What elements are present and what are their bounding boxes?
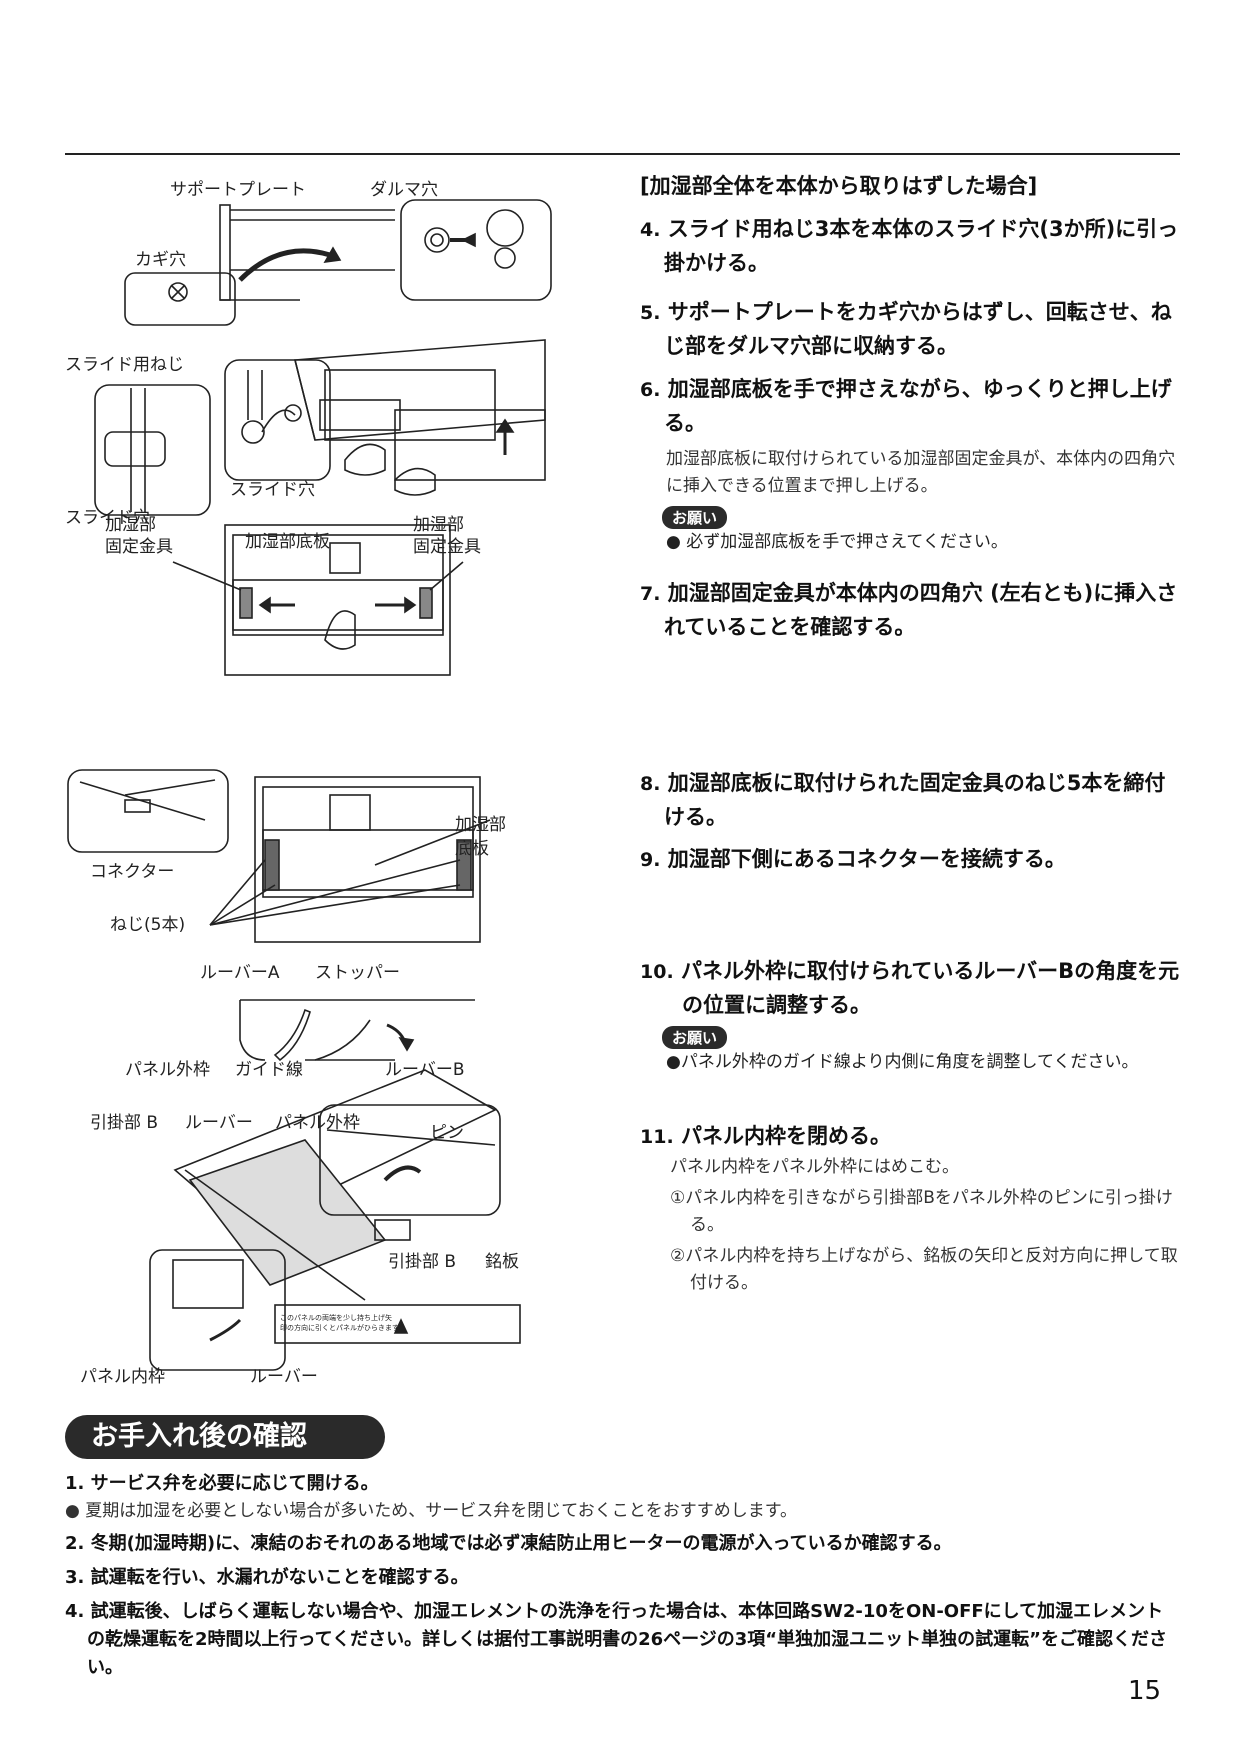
step-number: 6. <box>640 379 661 401</box>
step-4: 4. スライド用ねじ3本を本体のスライド穴(3か所)に引っ掛かける。 <box>640 213 1180 280</box>
figure-label-louver-1: ルーバー <box>185 1113 253 1133</box>
figure-label-louver-b: ルーバーB <box>385 1060 465 1080</box>
figure-label-support-plate: サポートプレート <box>170 180 306 200</box>
figure-label-humid-bottom-plate: 加湿部底板 <box>245 532 330 552</box>
figure-label-humid-part-1: 加湿部 <box>455 815 506 835</box>
figure-label-screws: ねじ(5本) <box>110 915 185 935</box>
sub-step-2: ②パネル内枠を持ち上げながら、銘板の矢印と反対方向に押して取付ける。 <box>670 1246 1178 1293</box>
step-number: 4. <box>640 219 661 241</box>
instructions-column: [加湿部全体を本体から取りはずした場合] <box>640 170 1180 200</box>
check-list: 1. サービス弁を必要に応じて開ける。 ● 夏期は加湿を必要としない場合が多いた… <box>65 1470 1180 1682</box>
step-number: 9. <box>640 849 661 871</box>
step-note: パネル内枠をパネル外枠にはめこむ。 <box>670 1157 959 1177</box>
step-number: 11. <box>640 1126 674 1148</box>
step-10: 10. パネル外枠に取付けられているルーバーBの角度を元の位置に調整する。 お願… <box>640 955 1180 1075</box>
figure-label-louver-a: ルーバーA <box>200 963 280 983</box>
figure-label-fix-bracket-right-1: 加湿部 <box>413 515 464 535</box>
sub-step-1: ①パネル内枠を引きながら引掛部Bをパネル外枠のピンに引っ掛ける。 <box>670 1188 1173 1235</box>
step-9: 9. 加湿部下側にあるコネクターを接続する。 <box>640 843 1180 877</box>
page-number: 15 <box>1128 1676 1162 1706</box>
figure-label-stopper: ストッパー <box>315 963 400 983</box>
figure-label-slide-screw: スライド用ねじ <box>65 355 184 375</box>
check-item-1: 1. サービス弁を必要に応じて開ける。 <box>65 1473 379 1494</box>
figure-label-slide-hole-a: スライド穴 <box>230 480 315 500</box>
figure-label-connector: コネクター <box>90 862 174 882</box>
figure-label-panel-inner: パネル内枠 <box>80 1367 165 1385</box>
step-6: 6. 加湿部底板を手で押さえながら、ゆっくりと押し上げる。 加湿部底板に取付けら… <box>640 373 1180 555</box>
step-number: 10. <box>640 961 674 983</box>
figure-label-hook-b-2: 引掛部 B <box>388 1252 456 1272</box>
step-note: 加湿部底板に取付けられている加湿部固定金具が、本体内の四角穴に挿入できる位置まで… <box>666 449 1176 496</box>
figure-label-key-hole: カギ穴 <box>135 250 186 270</box>
check-item-4: 4. 試運転後、しばらく運転しない場合や、加湿エレメントの洗浄を行った場合は、本… <box>65 1601 1167 1678</box>
figure-label-nameplate: 銘板 <box>485 1252 519 1272</box>
figure-label-slide-hole-b: スライド穴 <box>65 508 150 528</box>
figure-label-guide-line: ガイド線 <box>235 1060 303 1080</box>
step-8: 8. 加湿部底板に取付けられた固定金具のねじ5本を締付ける。 <box>640 767 1180 834</box>
step-number: 7. <box>640 583 661 605</box>
figure-label-pin: ピン <box>430 1123 464 1143</box>
installation-figures: サポートプレート ダルマ穴 カギ穴 スライド用ねじ スライド穴 スライド穴 加湿… <box>65 180 552 1385</box>
request-badge: お願い <box>662 506 728 529</box>
section-title: お手入れ後の確認 <box>65 1415 385 1459</box>
figure-label-fix-bracket-left-1: 加湿部 <box>105 515 156 535</box>
figure-label-hook-b-1: 引掛部 B <box>90 1113 158 1133</box>
check-item-3: 3. 試運転を行い、水漏れがないことを確認する。 <box>65 1567 469 1588</box>
step-text: 加湿部固定金具が本体内の四角穴 (左右とも)に挿入されていることを確認する。 <box>664 581 1178 639</box>
figure-label-louver-2: ルーバー <box>250 1367 318 1385</box>
figure-label-label-line2: 印の方向に引くとパネルがひらきます <box>280 1323 399 1332</box>
figure-label-fix-bracket-left-2: 固定金具 <box>105 537 173 557</box>
figure-label-humid-part-2: 底板 <box>455 839 489 859</box>
figure-label-panel-outer-2: パネル外枠 <box>275 1113 360 1133</box>
step-text: 加湿部下側にあるコネクターを接続する。 <box>667 847 1066 871</box>
step-text: 加湿部底板を手で押さえながら、ゆっくりと押し上げる。 <box>664 377 1172 435</box>
step-number: 5. <box>640 302 661 324</box>
request-badge: お願い <box>662 1026 728 1049</box>
top-rule <box>65 153 1180 155</box>
step-11: 11. パネル内枠を閉める。 パネル内枠をパネル外枠にはめこむ。 ①パネル内枠を… <box>640 1120 1180 1297</box>
check-item-2: 2. 冬期(加湿時期)に、凍結のおそれのある地域では必ず凍結防止用ヒーターの電源… <box>65 1533 952 1554</box>
section-header: [加湿部全体を本体から取りはずした場合] <box>640 174 1038 198</box>
request-bullet: ●パネル外枠のガイド線より内側に角度を調整してください。 <box>666 1052 1139 1072</box>
step-text: スライド用ねじ3本を本体のスライド穴(3か所)に引っ掛かける。 <box>664 217 1179 275</box>
step-5: 5. サポートプレートをカギ穴からはずし、回転させ、ねじ部をダルマ穴部に収納する… <box>640 296 1180 363</box>
step-7: 7. 加湿部固定金具が本体内の四角穴 (左右とも)に挿入されていることを確認する… <box>640 577 1180 644</box>
step-text: パネル内枠を閉める。 <box>680 1124 891 1148</box>
figure-label-label-line1: このパネルの両端を少し持ち上げ矢 <box>280 1313 392 1322</box>
step-text: サポートプレートをカギ穴からはずし、回転させ、ねじ部をダルマ穴部に収納する。 <box>664 300 1172 358</box>
step-text: 加湿部底板に取付けられた固定金具のねじ5本を締付ける。 <box>664 771 1166 829</box>
step-text: パネル外枠に取付けられているルーバーBの角度を元の位置に調整する。 <box>680 959 1180 1017</box>
request-bullet: ● 必ず加湿部底板を手で押さえてください。 <box>666 532 1008 552</box>
figure-label-daruma-hole: ダルマ穴 <box>370 180 438 200</box>
step-number: 8. <box>640 773 661 795</box>
figure-label-fix-bracket-right-2: 固定金具 <box>413 537 481 557</box>
figure-label-panel-outer-1: パネル外枠 <box>125 1060 210 1080</box>
check-item-1-bullet: ● 夏期は加湿を必要としない場合が多いため、サービス弁を閉じておくことをおすすめ… <box>65 1501 798 1521</box>
